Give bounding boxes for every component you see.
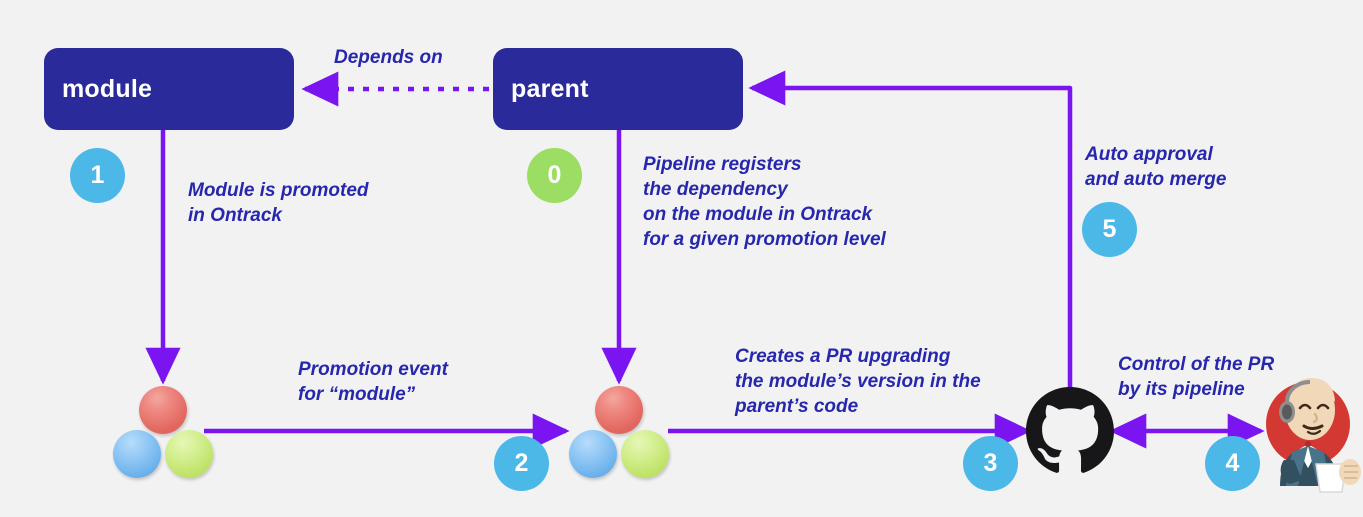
step-badge-2[interactable]: 2 [494,436,549,491]
step-badge-0[interactable]: 0 [527,148,582,203]
step-badge-5-label: 5 [1102,215,1117,243]
github-octocat-icon [1025,387,1115,475]
note-pipeline-registers: Pipeline registers the dependency on the… [643,154,886,250]
ontrack-ball-green [621,430,669,478]
note-auto-approval: Auto approval and auto merge [1085,144,1227,190]
project-box-parent[interactable]: parent [493,48,743,130]
step-badge-5[interactable]: 5 [1082,202,1137,257]
ontrack-ball-red [595,386,643,434]
step-badge-3-label: 3 [983,449,998,477]
jenkins-butler-icon [1258,368,1363,493]
step-badge-1[interactable]: 1 [70,148,125,203]
note-creates-pr: Creates a PR upgrading the module’s vers… [735,346,981,417]
ontrack-ball-blue [113,430,161,478]
note-module-promoted: Module is promoted in Ontrack [188,180,369,226]
ontrack-ball-blue [569,430,617,478]
arrow-auto-approval-merge [748,70,1073,400]
ontrack-ball-red [139,386,187,434]
ontrack-ball-green [165,430,213,478]
note-promotion-event: Promotion event for “module” [298,359,448,405]
project-box-module-label: module [62,74,153,103]
project-box-module[interactable]: module [44,48,294,130]
step-badge-1-label: 1 [90,161,105,189]
ontrack-logo-icon-module [113,386,213,486]
step-badge-2-label: 2 [514,449,529,477]
note-depends-on: Depends on [334,47,443,68]
step-badge-0-label: 0 [547,161,562,189]
step-badge-4[interactable]: 4 [1205,436,1260,491]
step-badge-4-label: 4 [1225,449,1240,477]
step-badge-3[interactable]: 3 [963,436,1018,491]
ontrack-logo-icon-parent [569,386,669,486]
project-box-parent-label: parent [511,74,589,103]
note-control-of-pr: Control of the PR by its pipeline [1118,354,1275,400]
